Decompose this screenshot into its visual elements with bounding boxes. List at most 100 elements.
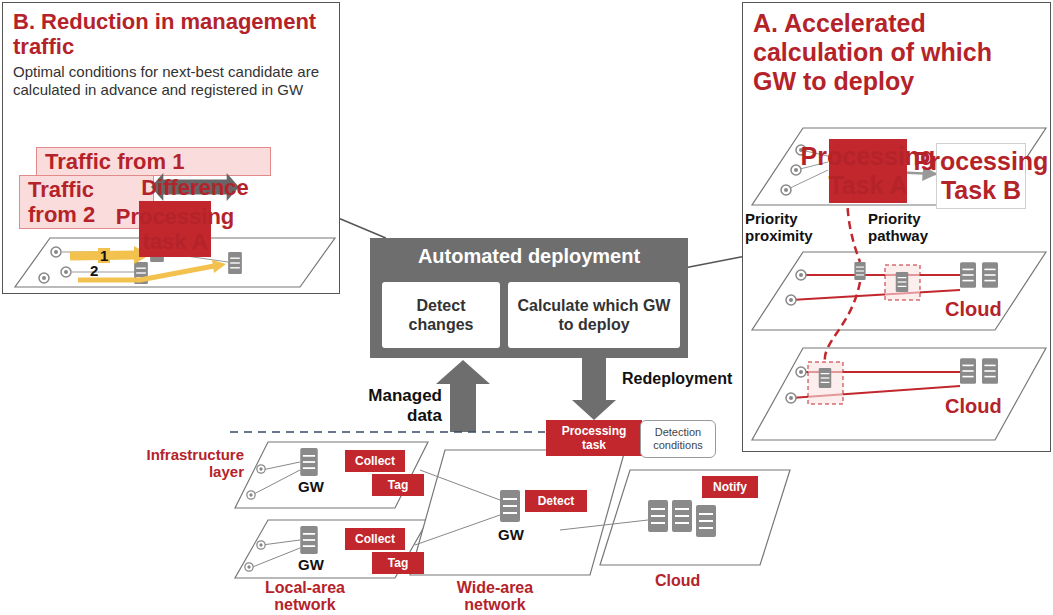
- panel-a-network: [819, 368, 832, 388]
- infrastructure-network: [600, 470, 790, 565]
- condition-box: Detection conditions: [640, 420, 716, 458]
- function-tag: Collect: [345, 528, 405, 550]
- gw-label: GW: [498, 526, 524, 543]
- node-text: Processing task: [549, 424, 639, 452]
- panel-a-network: [896, 272, 909, 292]
- callout-panel: B. Reduction in management trafficOptima…: [2, 2, 340, 294]
- node-text: Traffic from 1: [45, 149, 184, 174]
- infrastructure-network: [300, 526, 318, 554]
- panel-a-network: [791, 165, 801, 175]
- block-arrow: [572, 348, 616, 420]
- callout-number: 2: [90, 262, 98, 279]
- infrastructure-network: [250, 548, 300, 568]
- node-text: B. Reduction in management traffic: [13, 9, 329, 59]
- network-label: Cloud: [655, 572, 700, 589]
- node-text: Processing Task B: [914, 147, 1049, 205]
- infrastructure-network: [560, 520, 648, 530]
- node-text: Tag: [388, 478, 408, 492]
- panel-a-network: [786, 393, 796, 403]
- panel-b-network: [61, 267, 71, 277]
- node-text: Processing task A: [116, 204, 235, 254]
- node-text: Difference: [141, 175, 249, 200]
- panel-a-network: [801, 274, 960, 276]
- process-box: Automated deploymentDetect changes Calcul…: [370, 238, 688, 358]
- managed-data-arrow: [436, 360, 490, 432]
- infrastructure-network: [410, 450, 625, 575]
- callout-number: 1: [98, 248, 110, 263]
- infrastructure-network: [696, 505, 716, 537]
- process-box: Detect changes: [382, 282, 500, 348]
- priority-label: Priority proximity: [745, 210, 840, 244]
- edge-label: Redeployment: [622, 370, 732, 388]
- node-text: A. Accelerated calculation of which GW t…: [753, 9, 1040, 96]
- node-text: Tag: [388, 556, 408, 570]
- function-tag: Tag: [372, 552, 424, 574]
- cloud-label: Cloud: [945, 395, 1002, 417]
- node-text: Detect changes: [385, 296, 497, 334]
- panel-a-network: [752, 348, 1046, 440]
- node-body: Optimal conditions for next-best candida…: [13, 63, 329, 99]
- gw-label: GW: [298, 556, 324, 573]
- gw-label: GW: [298, 478, 324, 495]
- panel-a-network: [781, 185, 791, 195]
- priority-label: Priority pathway: [868, 210, 960, 244]
- layer-boundary: [230, 431, 545, 433]
- panel-a-network: [791, 290, 960, 300]
- panel-a-network: [960, 358, 976, 384]
- network-label: Wide-area network: [440, 579, 550, 613]
- panel-a-network: [854, 262, 865, 280]
- panel-b-network: [228, 252, 242, 274]
- task-tag: Processing task A: [139, 201, 211, 257]
- infrastructure-network: [245, 563, 253, 571]
- panel-a-network: [808, 362, 843, 404]
- traffic-bar: Traffic from 1: [36, 147, 271, 176]
- function-tag: Detect: [525, 490, 587, 512]
- panel-b-network: [78, 266, 214, 280]
- managed-data-arrow: [436, 360, 490, 432]
- infrastructure-network: [262, 540, 300, 545]
- infrastructure-network: [500, 490, 520, 522]
- layer-boundary: [230, 432, 545, 433]
- function-tag: Notify: [702, 476, 758, 498]
- infrastructure-network: [415, 515, 500, 545]
- infrastructure-network: [235, 520, 428, 578]
- node-text: Notify: [713, 480, 747, 494]
- panel-a-network: [960, 262, 976, 288]
- task-tag: Processing task: [546, 420, 642, 456]
- infrastructure-network: [235, 442, 428, 508]
- layer-label: Infrastructure layer: [122, 446, 244, 480]
- node-text: Detect: [538, 494, 575, 508]
- panel-a-network: [825, 182, 860, 362]
- panel-a-network: [885, 265, 920, 300]
- panel-a-network: [982, 262, 998, 288]
- node-text: Collect: [355, 532, 395, 546]
- infrastructure-network: [247, 491, 255, 499]
- infrastructure-network: [300, 448, 318, 476]
- difference-arrow: Difference: [151, 173, 239, 201]
- infrastructure-network: [672, 500, 692, 532]
- function-tag: Collect: [345, 450, 405, 472]
- infrastructure-network: [420, 470, 500, 500]
- function-tag: Tag: [372, 474, 424, 496]
- node-text: Calculate which GW to deploy: [511, 296, 677, 334]
- flow-label: Managed data: [356, 386, 442, 426]
- infrastructure-network: [257, 541, 265, 549]
- panel-b-network: [39, 273, 49, 283]
- panel-a-network: [752, 252, 1046, 330]
- panel-b-network: [51, 247, 61, 257]
- network-label: Local-area network: [250, 579, 360, 613]
- cloud-label: Cloud: [945, 298, 1002, 320]
- panel-b-network: [72, 272, 135, 273]
- infrastructure-network: [235, 442, 790, 578]
- infrastructure-network: [262, 462, 300, 470]
- panel-a-network: [796, 367, 806, 377]
- infrastructure-network: [252, 470, 300, 495]
- node-text: Detection conditions: [643, 426, 713, 452]
- panel-b-network: [212, 260, 226, 273]
- task-tag-greyed: Processing Task B: [936, 143, 1026, 209]
- connector: [340, 219, 386, 238]
- task-tag: Processing Task A: [829, 139, 907, 203]
- node-text: Automated deployment: [370, 245, 688, 268]
